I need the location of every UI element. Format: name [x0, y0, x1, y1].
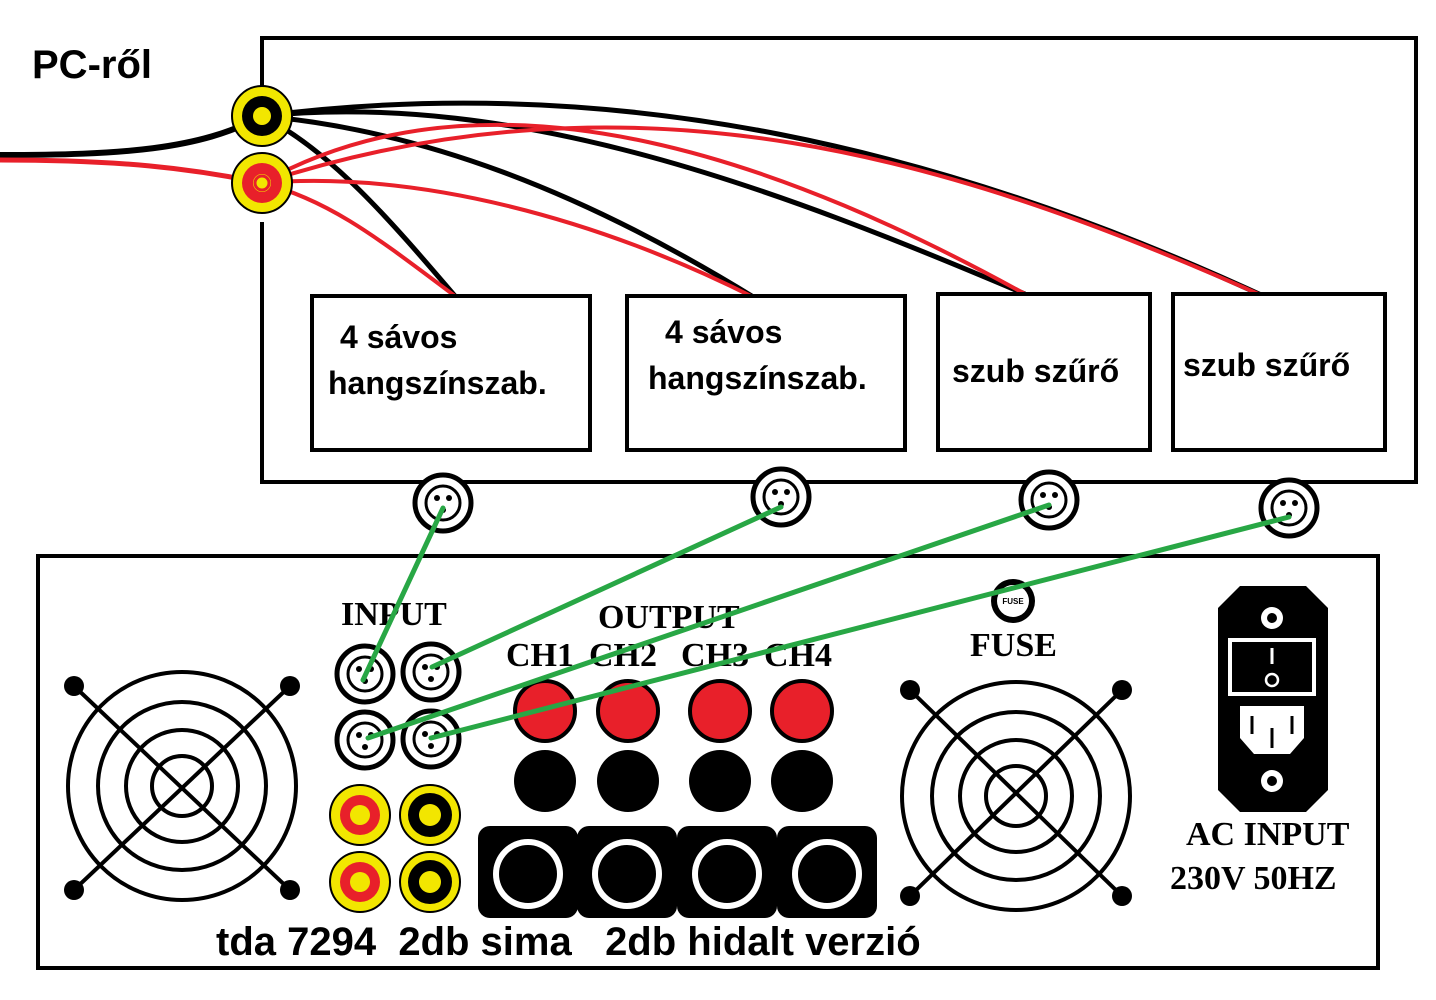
fan-right-icon [900, 680, 1132, 912]
fuse-cap-text: FUSE [1002, 597, 1024, 606]
amp-rca-jack[interactable] [329, 784, 391, 846]
amp-rca-jack[interactable] [329, 851, 391, 913]
link-cable-1 [360, 505, 446, 683]
ac-inlet [1218, 586, 1328, 812]
amp-xlr-inputs [334, 641, 462, 771]
xlr-output-1[interactable] [412, 472, 474, 534]
amp-rca-jack[interactable] [399, 784, 461, 846]
internal-wiring [260, 100, 1274, 303]
module-label-line2: hangszínszab. [328, 365, 547, 401]
fan-left-icon [64, 670, 300, 902]
speaker-terminal-ch4[interactable] [770, 679, 834, 812]
speaker-terminals [513, 679, 834, 812]
link-cable-4 [428, 514, 1292, 741]
speaker-terminal-ch1[interactable] [513, 679, 577, 812]
link-cable-3 [365, 502, 1052, 741]
amp-xlr-input-3[interactable] [334, 709, 396, 771]
speakon-connector[interactable] [777, 826, 877, 918]
module-equalizer-1: 4 sávos hangszínszab. [310, 294, 592, 452]
link-cables [360, 502, 1292, 741]
xlr-output-3[interactable] [1018, 469, 1080, 531]
preamp-xlr-outputs [412, 466, 1320, 539]
speakon-connectors [478, 826, 877, 918]
module-label-line1: szub szűrő [1183, 347, 1350, 383]
amp-rca-jack[interactable] [399, 851, 461, 913]
amp-xlr-input-2[interactable] [400, 641, 462, 703]
link-cable-2 [429, 504, 784, 670]
preamp-enclosure [260, 36, 1418, 484]
ac-input-label: AC INPUT [1186, 816, 1350, 853]
channel-label: CH1 [506, 637, 574, 674]
module-sub-filter-1: szub szűrő [936, 292, 1152, 452]
module-label-line1: 4 sávos [340, 319, 457, 355]
module-sub-filter-2: szub szűrő [1171, 292, 1387, 452]
rca-jack-right[interactable] [231, 152, 293, 214]
channel-label: CH3 [681, 637, 749, 674]
amplifier-enclosure [36, 554, 1380, 970]
caption: tda 7294 2db sima 2db hidalt verzió [216, 920, 921, 964]
pc-signal-cable [0, 157, 263, 186]
speakon-connector[interactable] [478, 826, 578, 918]
speaker-terminal-ch3[interactable] [688, 679, 752, 812]
fuse-label: FUSE [970, 627, 1057, 664]
speakon-connector[interactable] [677, 826, 777, 918]
amp-rca-jacks [329, 784, 461, 913]
speaker-terminal-ch2[interactable] [596, 679, 660, 812]
iec-socket [1240, 706, 1304, 754]
speakon-connector[interactable] [577, 826, 677, 918]
module-label-line2: hangszínszab. [648, 360, 867, 396]
channel-labels: CH1 CH2 CH3 CH4 [506, 637, 832, 674]
ac-voltage-label: 230V 50HZ [1170, 860, 1337, 897]
xlr-output-4[interactable] [1258, 477, 1320, 539]
module-label-line1: 4 sávos [665, 314, 782, 350]
pc-ground-cable [0, 113, 264, 158]
module-label-line1: szub szűrő [952, 353, 1119, 389]
power-switch[interactable] [1228, 638, 1316, 696]
module-equalizer-2: 4 sávos hangszínszab. [625, 294, 907, 452]
rca-jack-left[interactable] [231, 85, 293, 147]
source-label: PC-ről [32, 43, 152, 87]
